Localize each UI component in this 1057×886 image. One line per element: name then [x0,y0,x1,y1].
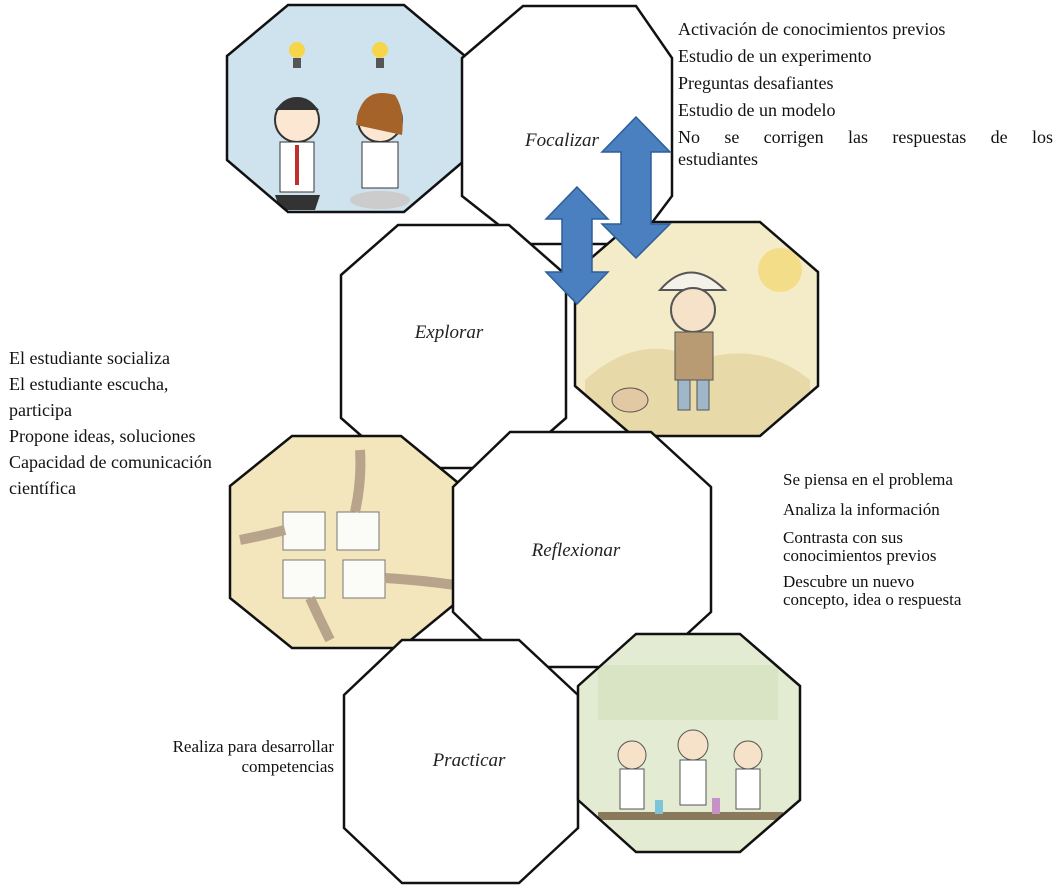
hexagon-reflexionar: Reflexionar [451,430,713,669]
explorar-note: Capacidad de comunicación [9,452,212,472]
reflexionar-note: Contrasta con sus [783,528,903,547]
lightbulb-icon [289,42,305,58]
hexagon-border [460,4,674,246]
focalizar-note: Activación de conocimientos previos [678,19,946,39]
focalizar-notes: Activación de conocimientos previos Estu… [678,16,1053,173]
hexagon-border [576,632,802,854]
practicar-note: competencias [241,757,334,776]
puzzle-hands-image [228,434,464,650]
stage-label-reflexionar: Reflexionar [531,540,621,561]
explorar-note: El estudiante escucha, [9,374,169,394]
reflexionar-note: Descubre un nuevo [783,572,915,591]
explorar-note: participa [9,400,72,420]
hexagon-border [339,223,568,470]
reflexionar-note: Analiza la información [783,500,940,519]
focalizar-note: No se corrigen las respuestas de los [678,127,1053,147]
lightbulb-icon [372,42,388,58]
thinking-background [227,5,465,212]
focalizar-note: estudiantes [678,149,758,169]
stage-label-focalizar: Focalizar [524,130,599,151]
hexagon-border [573,220,820,438]
explorar-notes: El estudiante socializa El estudiante es… [9,345,309,501]
double-arrow-icon [544,185,610,306]
hexagon-border [451,430,713,669]
hexagon-explorar: Explorar [339,223,568,470]
hexagon-border [342,638,580,885]
thinking-people-image [225,3,467,214]
explorar-note: El estudiante socializa [9,348,170,368]
focalizar-note: Preguntas desafiantes [678,73,834,93]
focalizar-note: Estudio de un experimento [678,46,872,66]
hexagon-practicar: Practicar [342,638,580,885]
explorar-note: científica [9,478,76,498]
focalizar-note: Estudio de un modelo [678,100,836,120]
practicar-note: Realiza para desarrollar [172,737,334,756]
stage-label-practicar: Practicar [432,750,506,771]
hexagon-focalizar: Focalizar [460,4,674,246]
double-arrow-icon [600,115,672,260]
practicar-notes: Realiza para desarrollar competencias [80,737,334,777]
reflexionar-note: Se piensa en el problema [783,470,953,489]
reflexionar-note: concepto, idea o respuesta [783,590,962,609]
reflexionar-notes: Se piensa en el problema Analiza la info… [783,469,1053,609]
stage-label-explorar: Explorar [414,322,484,343]
reflexionar-note: conocimientos previos [783,546,937,565]
lab-children-image [576,632,802,854]
explorer-child-image [573,220,820,438]
explorar-note: Propone ideas, soluciones [9,426,196,446]
